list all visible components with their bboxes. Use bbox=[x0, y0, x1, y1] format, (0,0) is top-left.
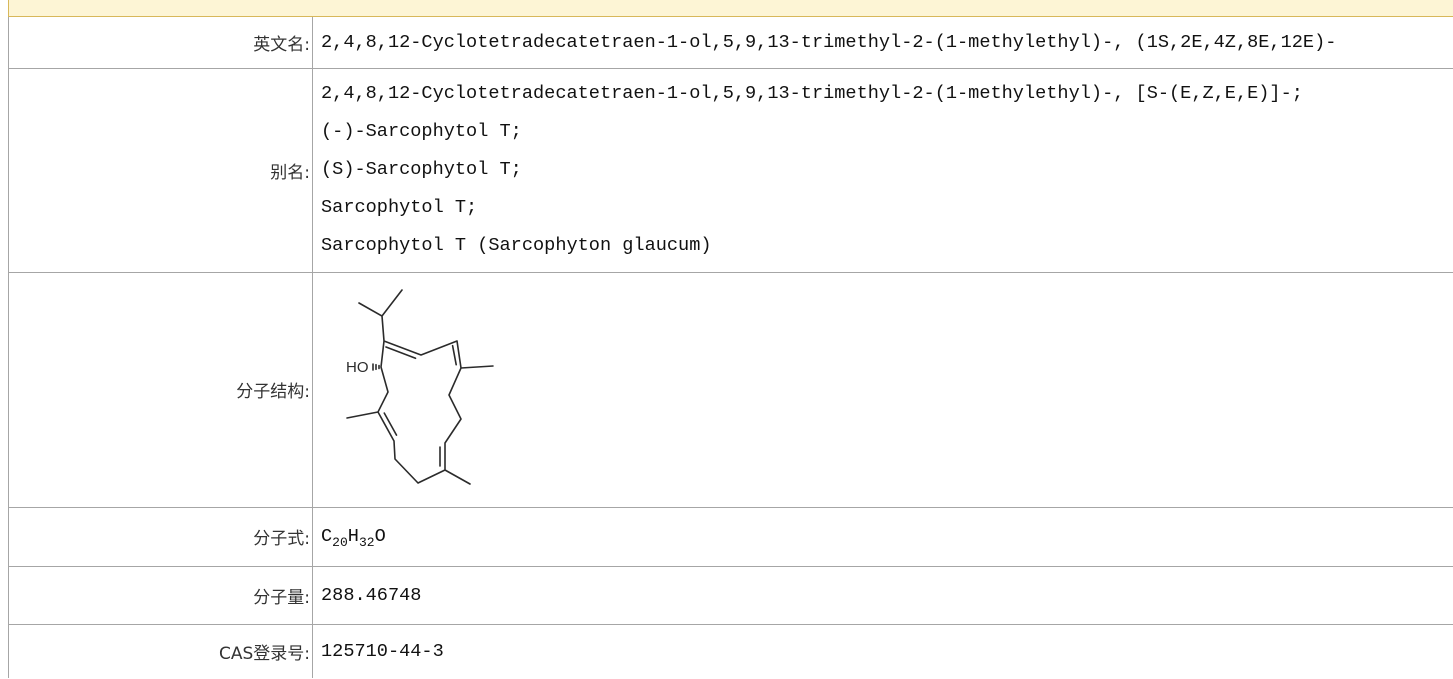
molecular-weight-label: 分子量: bbox=[8, 565, 313, 625]
row-english-name: 英文名: 2,4,8,12-Cyclotetradecatetraen-1-ol… bbox=[8, 17, 1453, 69]
row-aliases: 别名: 2,4,8,12-Cyclotetradecatetraen-1-ol,… bbox=[8, 67, 1453, 273]
english-name-label: 英文名: bbox=[8, 17, 313, 69]
compound-info-table: 英文名: 2,4,8,12-Cyclotetradecatetraen-1-ol… bbox=[8, 17, 1453, 678]
aliases-value: 2,4,8,12-Cyclotetradecatetraen-1-ol,5,9,… bbox=[312, 67, 1453, 273]
molecular-structure-image: HO bbox=[346, 289, 494, 485]
hashed-wedge-bond bbox=[372, 363, 380, 371]
formula-element-symbol: O bbox=[374, 526, 386, 547]
formula-element-symbol: H bbox=[347, 526, 359, 547]
hydroxyl-atom-label: HO bbox=[346, 359, 369, 376]
cas-number-value: 125710-44-3 bbox=[312, 623, 1453, 678]
alias-item: Sarcophytol T; bbox=[321, 197, 478, 218]
molecular-formula-value: C20H32O bbox=[312, 506, 1453, 567]
row-cas-number: CAS登录号: 125710-44-3 bbox=[8, 623, 1453, 678]
alias-item: (-)-Sarcophytol T; bbox=[321, 121, 522, 142]
aliases-label: 别名: bbox=[8, 67, 313, 273]
cas-number-label: CAS登录号: bbox=[8, 623, 313, 678]
row-molecular-structure: 分子结构: HO bbox=[8, 271, 1453, 508]
molecular-formula-label: 分子式: bbox=[8, 506, 313, 567]
molecular-weight-value: 288.46748 bbox=[312, 565, 1453, 625]
alias-item: Sarcophytol T (Sarcophyton glaucum) bbox=[321, 235, 712, 256]
row-molecular-formula: 分子式: C20H32O bbox=[8, 506, 1453, 567]
molecular-structure-cell: HO bbox=[312, 271, 1453, 508]
alias-item: 2,4,8,12-Cyclotetradecatetraen-1-ol,5,9,… bbox=[321, 83, 1303, 104]
molecular-structure-label: 分子结构: bbox=[8, 271, 313, 508]
formula-element-symbol: C bbox=[321, 526, 333, 547]
formula-element-count: 32 bbox=[358, 535, 375, 550]
skeletal-single-bonds bbox=[346, 289, 494, 485]
english-name-value: 2,4,8,12-Cyclotetradecatetraen-1-ol,5,9,… bbox=[312, 17, 1453, 69]
row-molecular-weight: 分子量: 288.46748 bbox=[8, 565, 1453, 625]
formula-element-count: 20 bbox=[332, 535, 348, 550]
skeletal-double-bond-lines bbox=[383, 344, 457, 467]
header-band bbox=[8, 0, 1453, 17]
alias-item: (S)-Sarcophytol T; bbox=[321, 159, 522, 180]
